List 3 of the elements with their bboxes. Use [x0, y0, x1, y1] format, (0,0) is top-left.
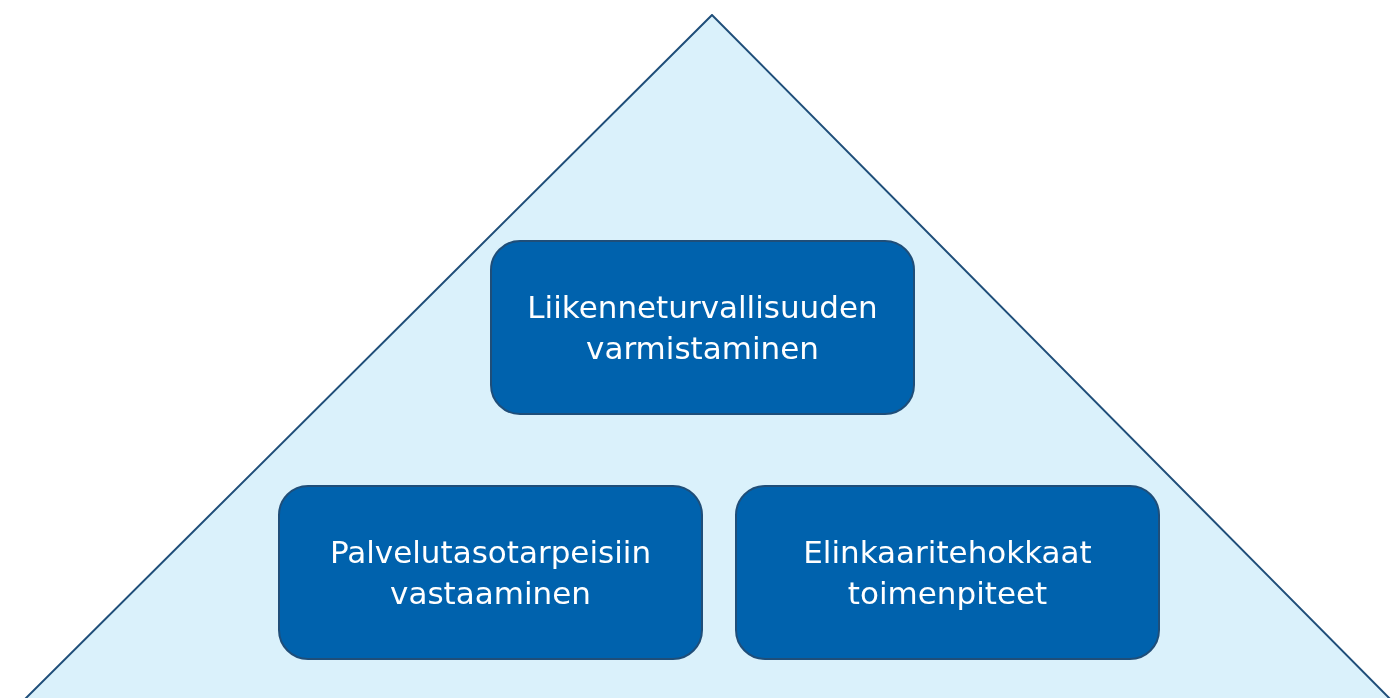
text-box: Palvelutasotarpeisiin vastaaminen	[278, 485, 703, 660]
text-box: Elinkaaritehokkaat toimenpiteet	[735, 485, 1160, 660]
text-box: Liikenneturvallisuuden varmistaminen	[490, 240, 915, 415]
